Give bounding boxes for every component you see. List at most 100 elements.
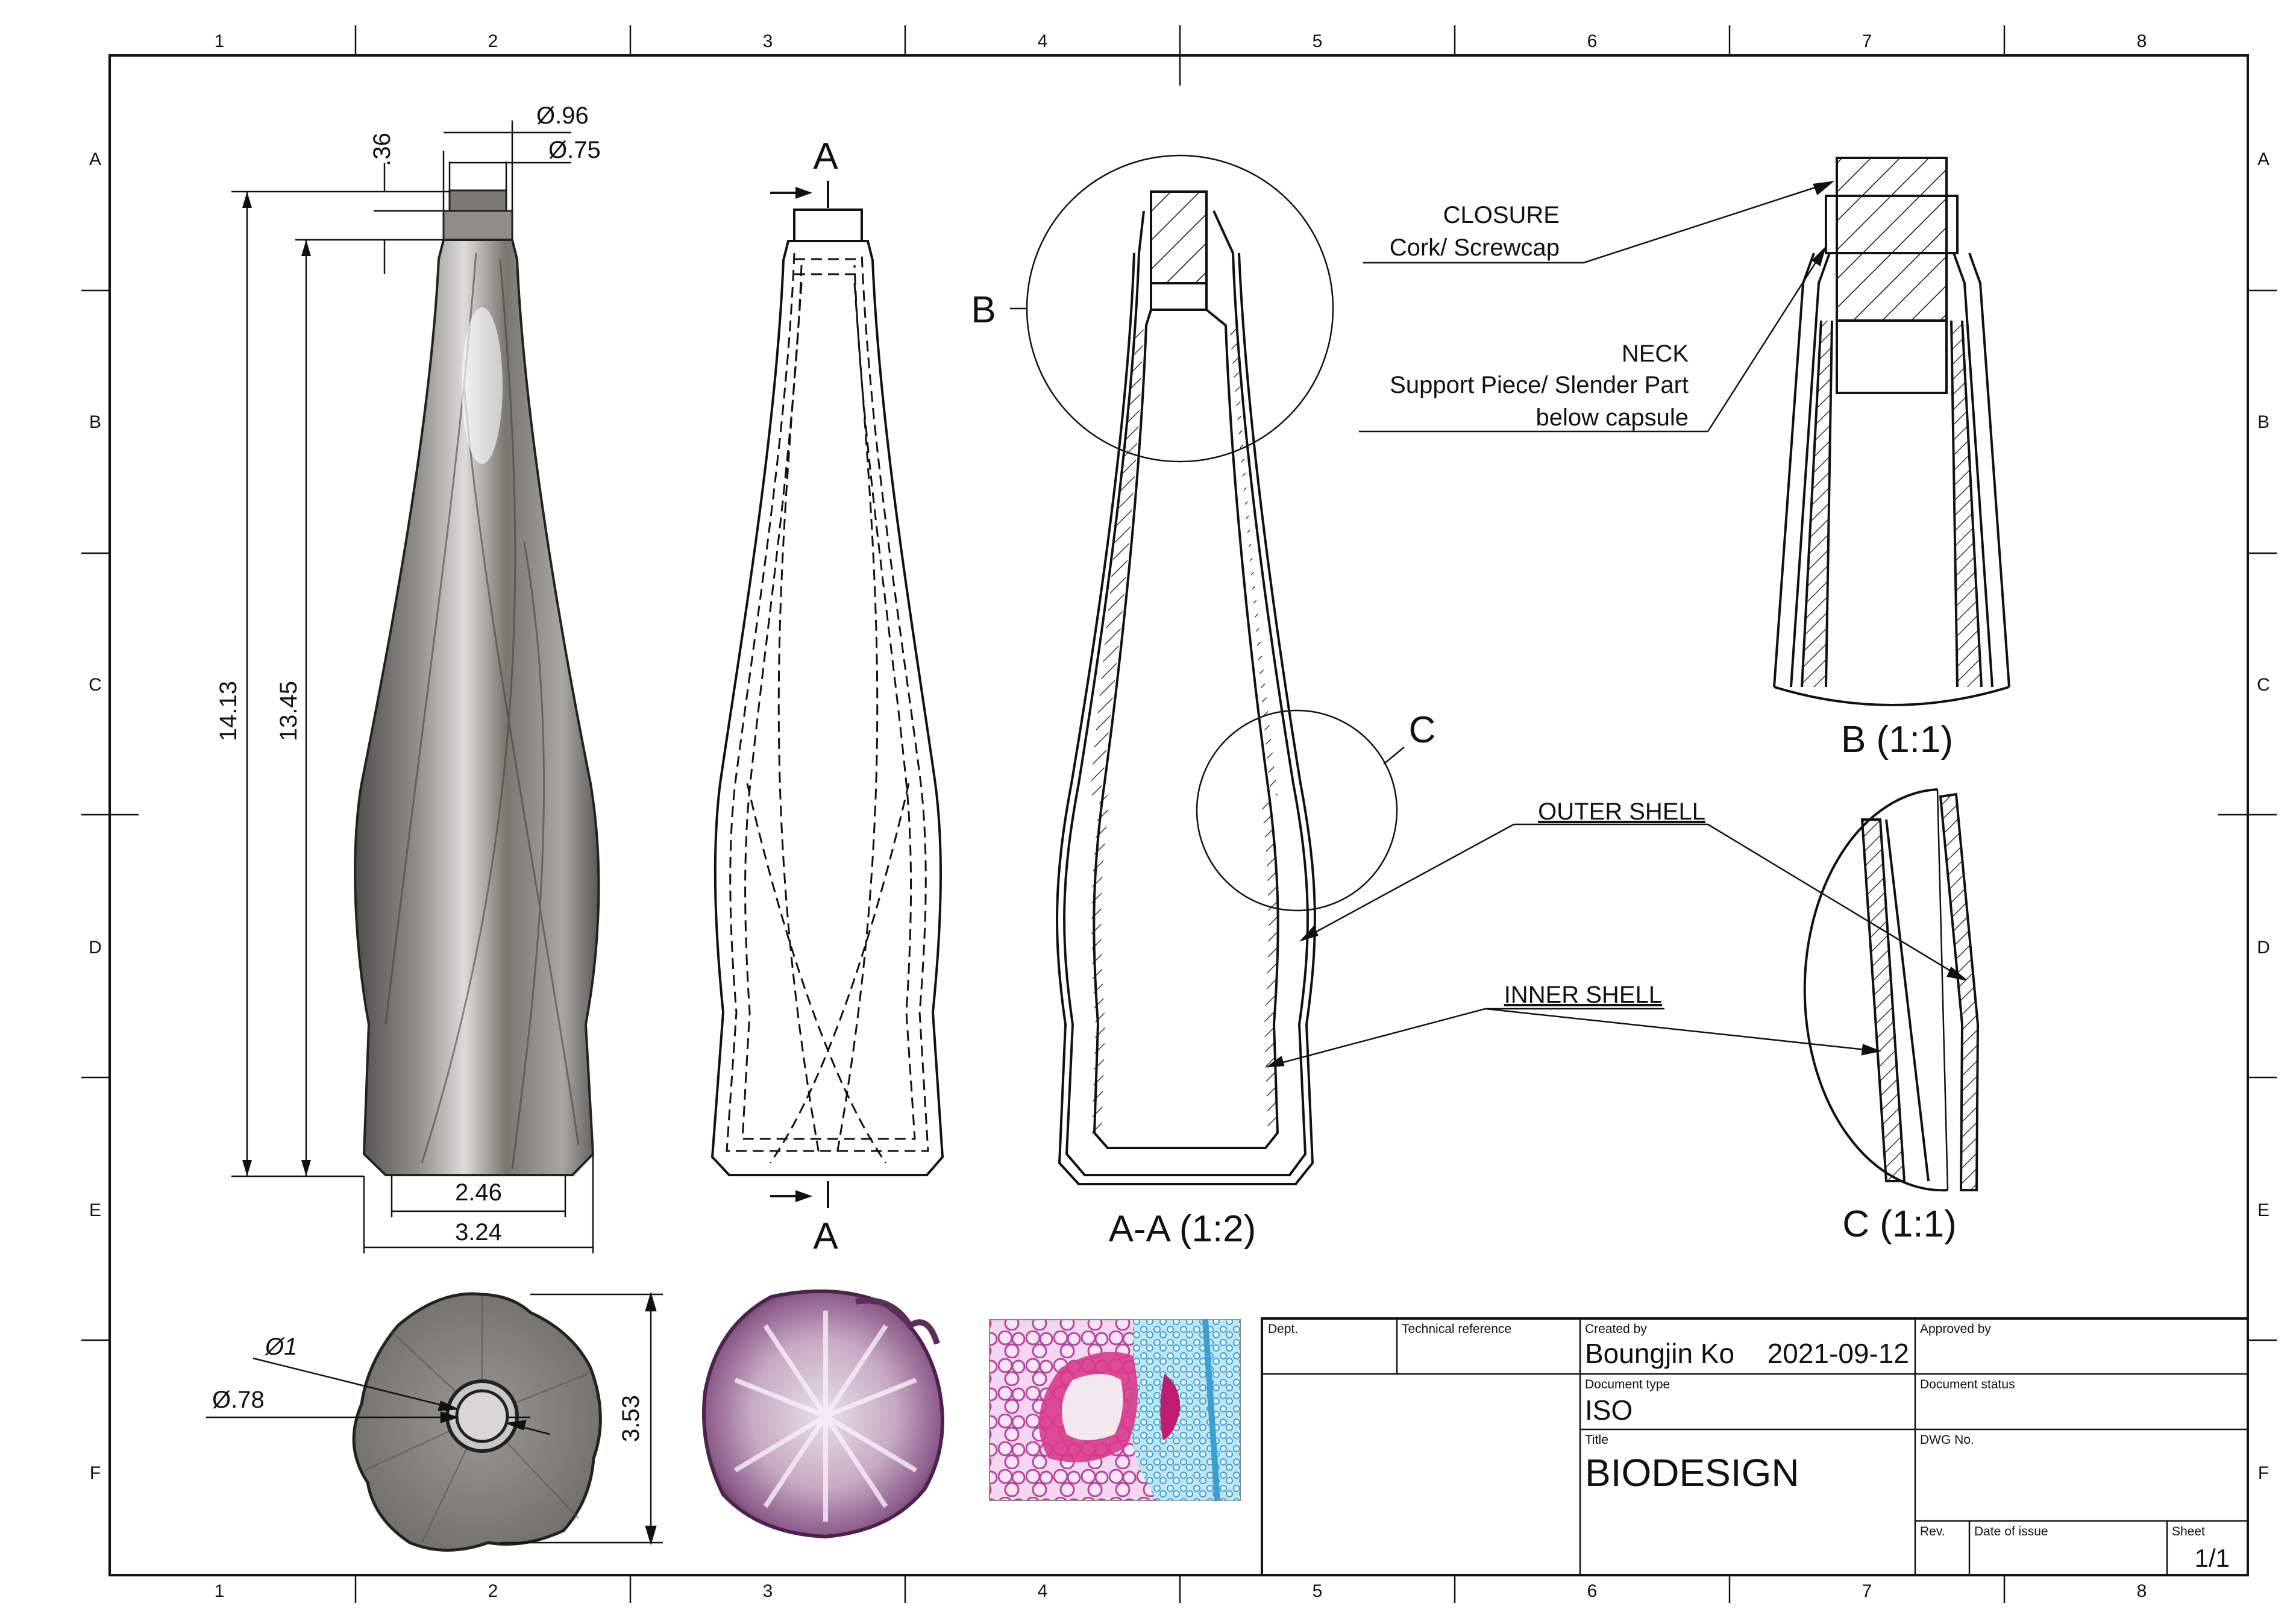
tb-date-of-issue-label: Date of issue [1974,1525,2048,1538]
tb-rev-label: Rev. [1920,1525,1945,1538]
col-label-bottom: 1 [215,1581,225,1601]
col-label-top: 6 [1587,31,1598,51]
row-label-right: F [2258,1463,2269,1483]
row-label-right: C [2257,675,2270,695]
section-markers: A A [813,136,838,1257]
dim-top-outer-diameter: Ø1 [264,1334,297,1360]
col-label-bottom: 3 [763,1581,773,1601]
col-label-bottom: 4 [1038,1581,1048,1601]
neck-subtitle-2: below capsule [1536,404,1689,431]
dim-top-width: 3.53 [618,1395,644,1442]
section-mark-top: A [813,136,838,177]
bottle-twist-facets [384,252,580,1170]
col-label-bottom: 7 [1862,1581,1872,1601]
dim-base-outer-width: 3.24 [455,1219,502,1246]
col-label-top: 8 [2137,31,2147,51]
bottle-dimension-labels: .36 Ø.96 Ø.75 14.13 13.45 2.46 3.24 [215,102,601,1246]
row-label-left: B [89,412,101,432]
dim-outer-diameter-top: Ø.96 [536,102,589,129]
tb-doc-type-label: Document type [1585,1378,1670,1391]
tb-title-label: Title [1585,1433,1608,1447]
tb-doc-type: ISO [1585,1394,1633,1426]
hidden-view-neck [793,208,863,242]
annotation-leaders [1265,181,1966,1068]
row-label-left: F [90,1463,101,1483]
detail-circle-c [1196,709,1398,912]
dim-base-inner-width: 2.46 [455,1179,502,1206]
view-label-detail-b: B (1:1) [1841,719,1953,760]
stem-cross-section-image [702,1289,944,1539]
detail-c-inner-shell [1860,818,1906,1182]
detail-c-boundary [1803,788,1948,1192]
neck-subtitle-1: Support Piece/ Slender Part [1390,372,1689,398]
top-view [352,1292,602,1552]
top-view-dimension-labels: Ø1 Ø.78 3.53 [212,1334,644,1442]
detail-c-marker: C [1409,709,1436,751]
col-label-bottom: 2 [488,1581,498,1601]
tb-tech-ref-label: Technical reference [1402,1322,1511,1336]
section-outer-shell [1063,210,1309,1176]
row-label-left: E [89,1200,101,1220]
title-block-text: Dept. Technical reference Created by Bou… [1268,1322,2230,1572]
dim-body-height: 13.45 [275,681,302,741]
tb-sheet: 1/1 [2195,1544,2230,1572]
hidden-view-outline [710,240,944,1176]
dim-total-height: 14.13 [215,681,242,741]
title-block [1261,1317,2249,1576]
tb-sheet-label: Sheet [2172,1525,2205,1538]
col-label-top: 7 [1862,31,1872,51]
detail-b-marker: B [971,289,996,331]
col-label-top: 1 [215,31,225,51]
row-label-left: A [89,149,101,169]
inner-shell-label: INNER SHELL [1504,982,1662,1008]
bottle-dimensions [231,121,594,1253]
hidden-view-twist-lines [746,283,910,1164]
section-aa-labels: B C A-A (1:2) [971,289,1435,1250]
tb-date: 2021-09-12 [1768,1338,1909,1369]
row-label-left: D [89,938,102,958]
row-label-right: A [2257,149,2269,169]
top-view-dimensions [206,1291,663,1546]
col-label-top: 2 [488,31,498,51]
hidden-view-inner [726,252,929,1152]
col-label-top: 5 [1313,31,1323,51]
row-label-left: C [89,675,102,695]
grid-labels: 1 2 3 4 5 6 7 8 1 2 3 4 5 6 7 8 A B C D … [89,31,2270,1601]
row-label-right: D [2257,938,2270,958]
top-view-neck-inner [455,1389,509,1443]
tb-title: BIODESIGN [1585,1451,1799,1494]
col-label-bottom: 8 [2137,1581,2147,1601]
col-label-top: 3 [763,31,773,51]
closure-title: CLOSURE [1443,202,1560,228]
view-label-section-aa: A-A (1:2) [1109,1208,1256,1250]
annotation-texts: CLOSURE Cork/ Screwcap NECK Support Piec… [1390,202,1705,1008]
bottle-neck-ring [442,210,513,241]
detail-b-view [1773,157,2010,706]
microscopy-image [989,1319,1241,1501]
section-closure-cork [1150,190,1208,284]
detail-c-view [1803,788,1980,1192]
row-label-right: E [2257,1200,2269,1220]
closure-subtitle: Cork/ Screwcap [1390,234,1560,261]
section-outer-shell-edge [1056,252,1316,1185]
hidden-view-inner-2 [741,265,916,1140]
grid-ticks [81,25,2277,1603]
hidden-line-view [710,181,944,1208]
section-inner-shell [1093,309,1279,1149]
col-label-top: 4 [1038,31,1048,51]
tb-dwg-no-label: DWG No. [1920,1433,1974,1447]
tb-created-by-label: Created by [1585,1322,1647,1336]
section-mark-bottom: A [813,1215,838,1257]
bottle-render [354,189,600,1176]
row-label-right: B [2257,412,2269,432]
dim-inner-diameter-top: Ø.75 [548,137,601,163]
detail-c-outer-shell [1939,792,1980,1191]
tb-approved-by-label: Approved by [1920,1322,1991,1336]
tb-dept-label: Dept. [1268,1322,1298,1336]
detail-b-cork [1836,157,1948,322]
dim-top-inner-diameter: Ø.78 [212,1387,265,1413]
dim-neck-height: .36 [369,133,395,166]
bottle-cap [448,189,507,212]
